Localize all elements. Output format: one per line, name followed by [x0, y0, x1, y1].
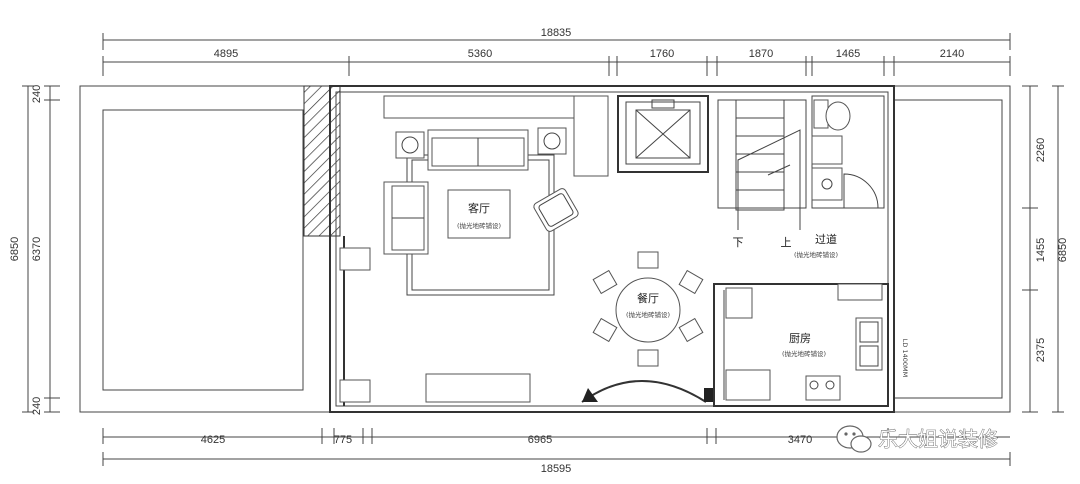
- wall-cabinet-left-upper: [339, 247, 371, 271]
- bottom-dimension-4: 3470: [788, 434, 812, 446]
- right-dimension-1: 2260: [1035, 138, 1047, 162]
- elevator: [617, 95, 709, 173]
- hallway-note: (抛光地砖铺设): [794, 250, 838, 259]
- front-yard: [102, 109, 304, 391]
- living-room-note: (抛光地砖铺设): [457, 221, 501, 230]
- top-dimension-6: 2140: [940, 48, 964, 60]
- wall-cabinet-left-lower: [339, 379, 371, 403]
- wechat-icon: [836, 425, 872, 453]
- left-top-dimension: 240: [31, 85, 43, 103]
- kitchen-note: (抛光地砖铺设): [782, 349, 826, 358]
- wall-column-left: [582, 388, 598, 402]
- building-walls: [329, 85, 895, 413]
- right-dimension-2: 1455: [1035, 238, 1047, 262]
- living-room-furniture: [383, 127, 579, 296]
- right-dimension-lines: [1022, 85, 1064, 413]
- bathroom-fixtures: [811, 95, 885, 209]
- tv-stand: [425, 373, 531, 403]
- right-outer-dimension: 6850: [1057, 238, 1069, 262]
- top-dimension-2: 5360: [468, 48, 492, 60]
- tv-cabinet-top: [383, 95, 575, 119]
- left-outer-dimension: 6850: [9, 237, 21, 261]
- top-dimension-3: 1760: [650, 48, 674, 60]
- back-yard: [893, 99, 1003, 399]
- top-dimension-lines: [102, 33, 1011, 76]
- living-room-label: 客厅: [468, 201, 490, 215]
- hallway-label: 过道: [815, 232, 837, 246]
- vertical-note: LD 1400MM: [901, 339, 909, 377]
- bottom-dimension-3: 6965: [528, 434, 552, 446]
- dining-furniture: [592, 251, 704, 367]
- top-dimension-4: 1870: [749, 48, 773, 60]
- hatched-wall: [303, 85, 341, 237]
- bottom-dimension-2: 775: [334, 434, 352, 446]
- top-dimension-1: 4895: [214, 48, 238, 60]
- curved-partition: [581, 380, 707, 403]
- top-total-dimension: 18835: [541, 27, 572, 39]
- left-dimension-lines: [22, 85, 60, 413]
- kitchen-layout: [713, 283, 889, 407]
- left-inner-dimension: 6370: [31, 237, 43, 261]
- stairs-up-label: 上: [781, 236, 792, 249]
- wall-column-right: [704, 388, 714, 402]
- kitchen-label: 厨房: [789, 332, 811, 345]
- bottom-dimension-lines: [102, 428, 1011, 466]
- top-dimension-5: 1465: [836, 48, 860, 60]
- corner-cabinet: [573, 95, 609, 177]
- dining-room-label: 餐厅: [637, 291, 659, 305]
- left-bottom-dimension: 240: [31, 397, 43, 415]
- staircase: [717, 99, 807, 230]
- dining-room-note: (抛光地砖铺设): [626, 310, 670, 319]
- bottom-dimension-1: 4625: [201, 434, 225, 446]
- watermark-text: 乐大姐说装修: [878, 427, 998, 451]
- bottom-total-dimension: 18595: [541, 463, 572, 475]
- right-dimension-3: 2375: [1035, 338, 1047, 362]
- stairs-down-label: 下: [733, 236, 744, 249]
